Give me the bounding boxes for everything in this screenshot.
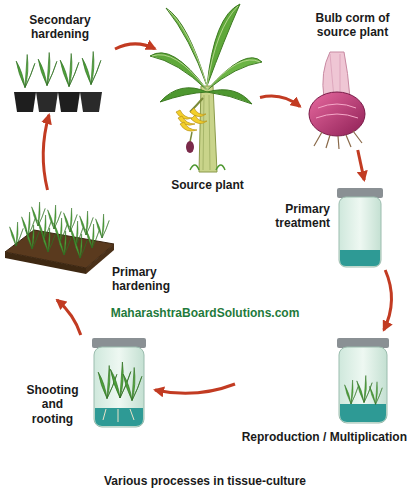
- seedling-tray: [5, 202, 114, 274]
- stage-label: Reproduction / Multiplication: [235, 430, 407, 444]
- banana-tree: [150, 4, 262, 172]
- process-stage: Source plant: [155, 0, 260, 195]
- process-stage: Primary treatment: [255, 180, 395, 270]
- culture-jar: [337, 338, 389, 423]
- process-arrow: [358, 150, 364, 180]
- stage-label: Bulb corm of source plant: [300, 11, 405, 40]
- process-stage: Secondary hardening: [5, 5, 115, 115]
- process-stage: Shooting and rooting: [20, 335, 155, 445]
- potted-plants: [14, 52, 102, 113]
- stage-label: Secondary hardening: [5, 13, 115, 42]
- figure-caption: Various processes in tissue-culture: [0, 474, 410, 488]
- watermark: MaharashtraBoardSolutions.com: [0, 306, 410, 320]
- stage-label: Primary treatment: [255, 202, 330, 231]
- process-stage: Reproduction / Multiplication: [235, 330, 410, 450]
- process-arrow: [260, 96, 300, 106]
- process-stage: Primary hardening: [0, 190, 190, 300]
- process-arrow: [57, 300, 81, 335]
- process-stage: Bulb corm of source plant: [300, 5, 405, 150]
- process-arrow: [384, 270, 392, 330]
- process-arrow: [43, 115, 49, 190]
- process-arrow: [155, 384, 235, 393]
- stage-label: Primary hardening: [112, 265, 190, 294]
- stage-label: Source plant: [155, 178, 260, 192]
- process-arrow: [115, 44, 155, 49]
- culture-jar: [92, 338, 146, 427]
- stage-label: Shooting and rooting: [20, 383, 85, 426]
- bulb-corm: [309, 52, 365, 149]
- culture-jar: [337, 188, 383, 267]
